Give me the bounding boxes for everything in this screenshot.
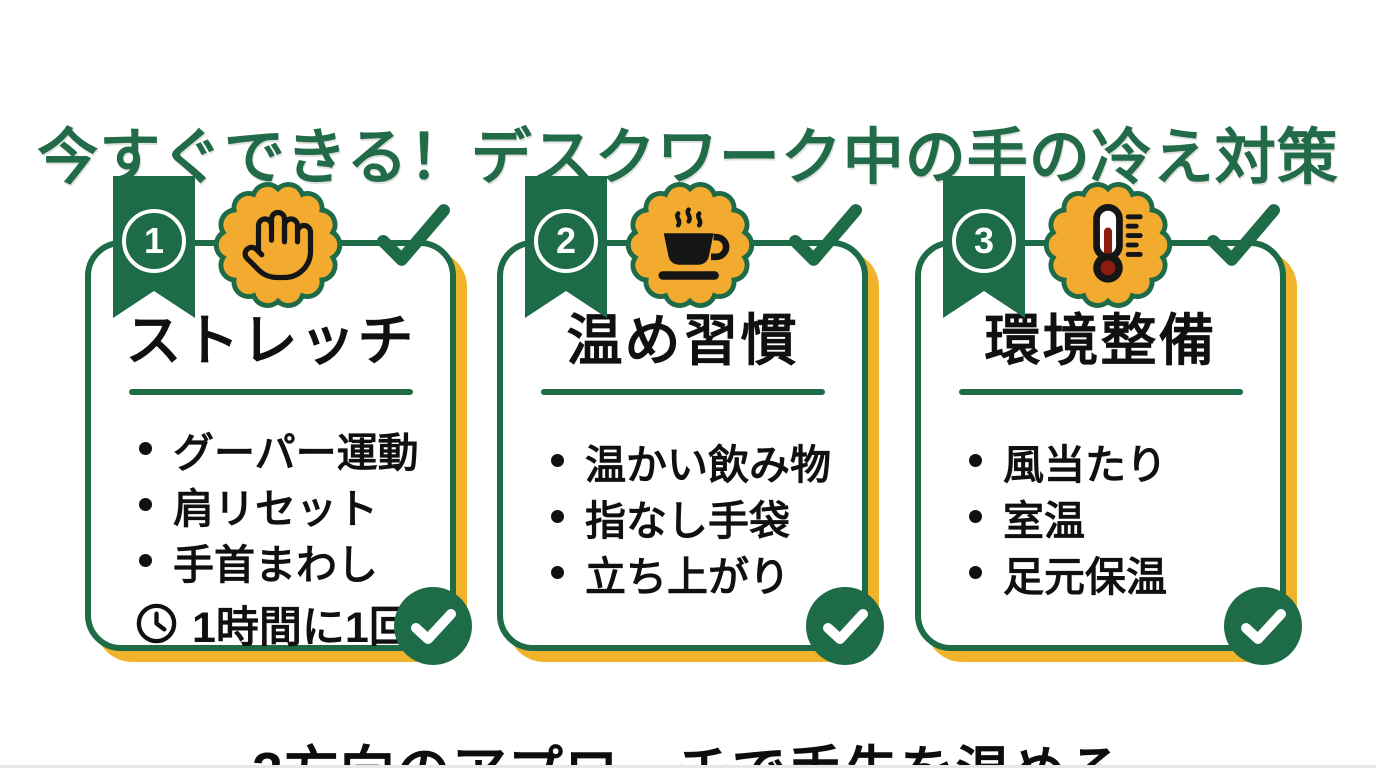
bullet-dot [139, 554, 152, 568]
done-check-badge [1224, 587, 1302, 665]
card-title: 温め習慣 [566, 309, 799, 372]
bullet-dot [139, 498, 152, 512]
check-mark-icon [377, 204, 450, 266]
heading-underline [128, 388, 413, 395]
done-check-badge [806, 587, 884, 665]
white-check-icon [1241, 609, 1286, 644]
check-mark-icon [789, 204, 862, 266]
item-label: 手首まわし [173, 541, 378, 588]
card-environment: 3 環境整備 風当たり 室温 [915, 176, 1302, 665]
item-label: 温かい飲み物 [585, 441, 831, 488]
note-label: 1時間に1回 [192, 603, 412, 652]
bullet-dot [969, 566, 982, 580]
item-label: 足元保温 [1003, 553, 1167, 600]
hand-icon [242, 209, 313, 281]
bullet-dot [551, 454, 564, 468]
bullet-dot [551, 566, 564, 580]
check-mark-icon [1207, 204, 1280, 266]
circled-number: 2 [534, 209, 598, 273]
footer-tagline: 3方向のアプローチで手先を温める [0, 727, 1376, 768]
list-item: グーパー運動 [139, 421, 450, 477]
thermometer-icon [1092, 204, 1143, 283]
white-check-icon [823, 609, 868, 644]
bottom-edge-line [0, 765, 1376, 768]
list-item: 足元保温 [969, 545, 1280, 601]
item-list: 温かい飲み物 指なし手袋 立ち上がり [503, 433, 862, 601]
item-label: 立ち上がり [585, 553, 790, 600]
thermometer-badge [1037, 174, 1179, 316]
heading-underline [540, 388, 825, 395]
frequency-note: 1時間に1回 [91, 593, 450, 655]
done-check-badge [394, 587, 472, 665]
list-item: 風当たり [969, 433, 1280, 489]
coffee-badge [619, 174, 761, 316]
list-item: 温かい飲み物 [551, 433, 862, 489]
list-item: 肩リセット [139, 477, 450, 533]
clock-icon [136, 603, 177, 644]
bullet-dot [139, 442, 152, 456]
number-label: 3 [973, 220, 995, 261]
list-item: 手首まわし [139, 533, 450, 589]
circled-number: 3 [952, 209, 1016, 273]
bullet-dot [969, 454, 982, 468]
item-label: 指なし手袋 [585, 497, 790, 544]
ribbon-number-2: 2 [525, 176, 607, 318]
card-title: ストレッチ [125, 309, 416, 372]
list-item: 室温 [969, 489, 1280, 545]
heading-underline [958, 388, 1243, 395]
item-label: 風当たり [1003, 441, 1167, 488]
item-label: 肩リセット [173, 485, 378, 532]
number-label: 1 [143, 220, 165, 261]
item-list: グーパー運動 肩リセット 手首まわし [91, 421, 450, 589]
list-item: 立ち上がり [551, 545, 862, 601]
coffee-cup-icon [658, 207, 729, 280]
page-title: 今すぐできる！デスクワーク中の手の冷え対策 [37, 122, 1339, 191]
card-warming-habit: 2 温め習慣 温かい飲み物 指なし手袋 立ち上がり [497, 176, 884, 665]
ribbon-number-3: 3 [943, 176, 1025, 318]
hand-badge [207, 174, 349, 316]
ribbon-number-1: 1 [113, 176, 195, 318]
bullet-dot [969, 510, 982, 524]
white-check-icon [411, 609, 456, 644]
scallop-shape [213, 182, 342, 308]
bullet-dot [551, 510, 564, 524]
card-title: 環境整備 [984, 309, 1217, 372]
circled-number: 1 [122, 209, 186, 273]
item-label: 室温 [1003, 497, 1085, 544]
item-label: グーパー運動 [173, 429, 419, 476]
card-stretch: 1 ストレッチ グーパー運動 肩リセット 手首まわし [85, 176, 472, 665]
item-list: 風当たり 室温 足元保温 [921, 433, 1280, 601]
list-item: 指なし手袋 [551, 489, 862, 545]
number-label: 2 [555, 220, 577, 261]
